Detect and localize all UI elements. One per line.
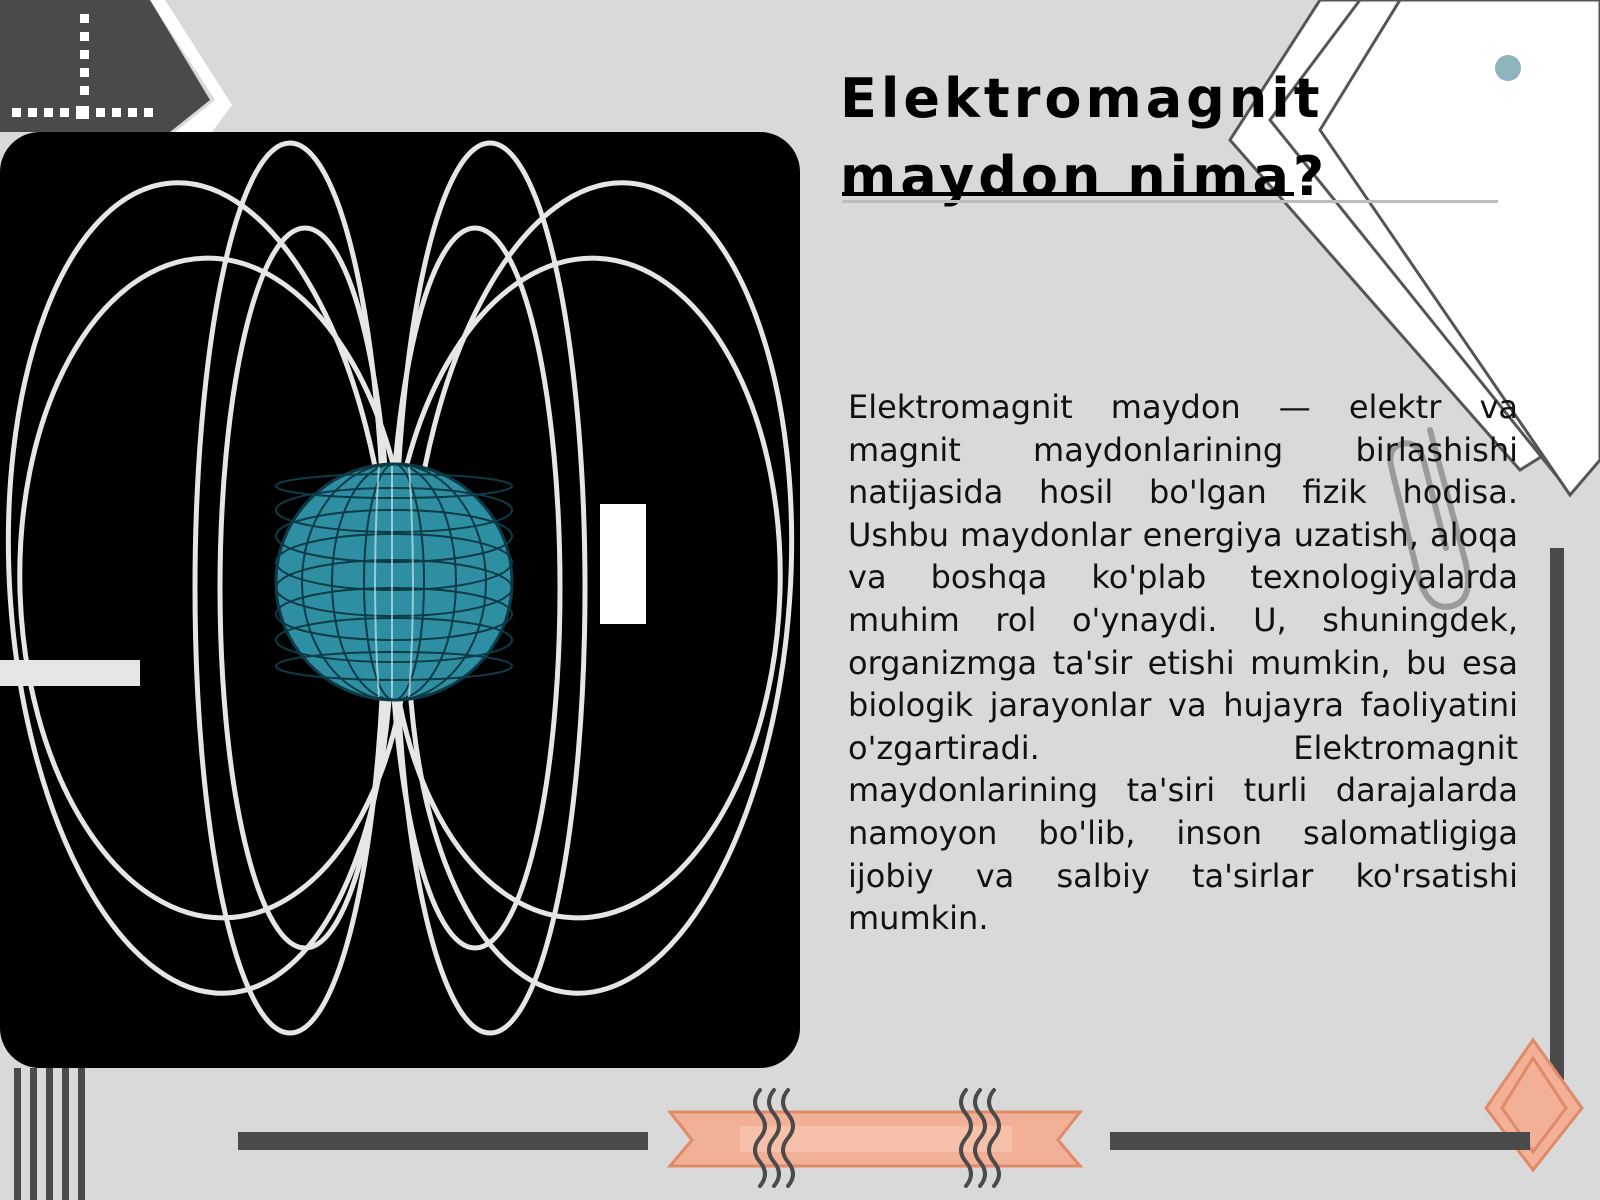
wavy-lines-ornament <box>753 1088 1001 1188</box>
right-vertical-bar <box>1550 548 1564 1088</box>
axis-marker-left <box>0 660 140 686</box>
slide-title: Elektromagnit maydon nima? <box>840 60 1400 217</box>
pin-dot <box>1495 55 1521 81</box>
paper-stack <box>1228 0 1600 498</box>
paper-clip-icon <box>1387 427 1471 610</box>
ribbon-banner <box>666 1110 1084 1168</box>
corner-shape-top-left <box>0 0 210 132</box>
bottom-bar-left <box>238 1132 648 1150</box>
title-rule <box>842 200 1498 203</box>
diamond-ornament <box>1484 1037 1584 1173</box>
axis-marker-right <box>600 504 646 624</box>
title-line-1: Elektromagnit <box>840 67 1324 130</box>
dotted-cross-pattern <box>12 14 153 119</box>
title-line-2: maydon nima? <box>840 145 1329 209</box>
bottom-bar-right <box>1110 1132 1530 1150</box>
globe <box>274 462 514 702</box>
bottom-left-stripes <box>14 1068 85 1200</box>
magnetic-field-globe-illustration <box>0 132 800 1068</box>
title-underline <box>842 192 1294 196</box>
body-paragraph: Elektromagnit maydon — elektr va magnit … <box>848 388 1518 938</box>
